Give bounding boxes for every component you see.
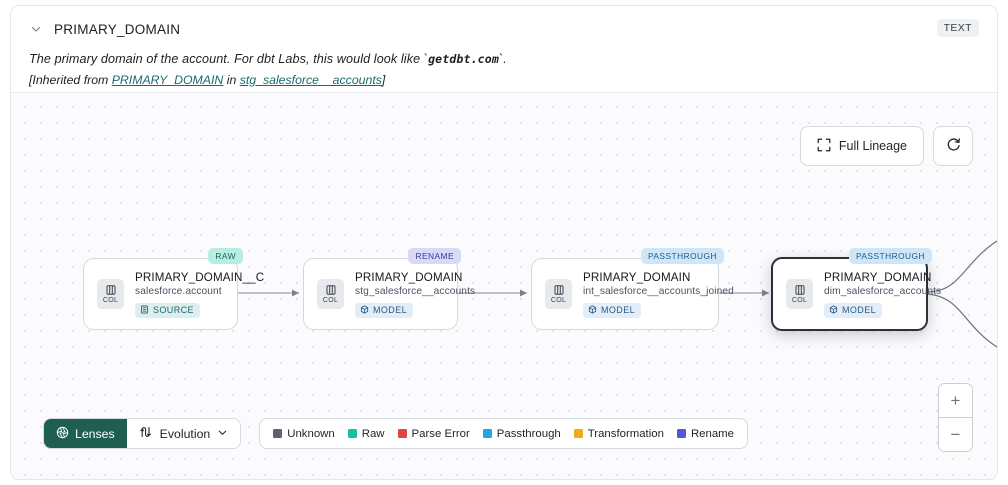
legend-item: Passthrough bbox=[482, 427, 561, 440]
column-description: The primary domain of the account. For d… bbox=[29, 52, 979, 66]
description-suffix: `. bbox=[498, 52, 507, 66]
legend-swatch bbox=[273, 429, 283, 438]
node-column-name: PRIMARY_DOMAIN bbox=[824, 270, 932, 284]
cube-icon bbox=[588, 304, 597, 316]
node-kind-label: MODEL bbox=[842, 305, 877, 315]
refresh-button[interactable] bbox=[933, 126, 973, 166]
column-icon: COL bbox=[545, 279, 572, 309]
evolution-path-icon bbox=[139, 425, 153, 442]
column-icon: COL bbox=[786, 279, 813, 309]
lineage-node[interactable]: PASSTHROUGH COL PRIMARY_DOMAIN int_sales… bbox=[531, 248, 734, 330]
legend-swatch bbox=[397, 429, 407, 438]
page-title: PRIMARY_DOMAIN bbox=[54, 21, 181, 37]
column-icon: COL bbox=[97, 279, 124, 309]
legend-swatch bbox=[676, 429, 686, 438]
canvas-bottom-bar: Lenses Evolution bbox=[43, 418, 748, 449]
chevron-down-icon[interactable] bbox=[29, 22, 43, 36]
zoom-controls: + − bbox=[938, 383, 973, 452]
chevron-down-icon bbox=[217, 427, 228, 441]
legend-item: Transformation bbox=[573, 427, 664, 440]
zoom-controls-divider bbox=[939, 417, 972, 418]
node-column-name: PRIMARY_DOMAIN__C bbox=[135, 270, 265, 284]
lenses-label: Lenses bbox=[75, 426, 115, 441]
node-badge: RAW bbox=[208, 248, 243, 264]
lineage-node[interactable]: RENAME COL PRIMARY_DOMAIN stg_salesforce… bbox=[303, 248, 475, 330]
node-badge: RENAME bbox=[408, 248, 461, 264]
legend-swatch bbox=[347, 429, 357, 438]
expand-icon bbox=[817, 138, 831, 155]
node-kind-badge: SOURCE bbox=[135, 302, 200, 318]
zoom-out-button[interactable]: − bbox=[939, 418, 972, 451]
legend-label: Passthrough bbox=[496, 427, 561, 440]
node-table-name: int_salesforce__accounts_joined bbox=[583, 285, 734, 297]
node-column-name: PRIMARY_DOMAIN bbox=[355, 270, 463, 284]
node-kind-label: MODEL bbox=[601, 305, 636, 315]
description-code: getdbt.com bbox=[428, 52, 499, 66]
node-column-name: PRIMARY_DOMAIN bbox=[583, 270, 691, 284]
node-kind-label: SOURCE bbox=[153, 305, 194, 315]
lineage-card: PRIMARY_DOMAIN TEXT The primary domain o… bbox=[10, 5, 998, 480]
legend-swatch bbox=[573, 429, 583, 438]
cube-icon bbox=[829, 304, 838, 316]
legend-label: Rename bbox=[690, 427, 734, 440]
legend-label: Parse Error bbox=[411, 427, 470, 440]
legend-item: Unknown bbox=[273, 428, 335, 440]
inherited-from-line: [Inherited from PRIMARY_DOMAIN in stg_sa… bbox=[29, 73, 979, 87]
full-lineage-button[interactable]: Full Lineage bbox=[799, 126, 924, 166]
lineage-canvas[interactable]: Full Lineage + − bbox=[11, 92, 997, 479]
refresh-icon bbox=[945, 136, 962, 156]
inherited-column-link[interactable]: PRIMARY_DOMAIN bbox=[111, 73, 224, 87]
cube-icon bbox=[360, 304, 369, 316]
node-body: PRIMARY_DOMAIN__C salesforce.account SOU… bbox=[135, 271, 264, 318]
legend-item: Raw bbox=[347, 427, 385, 440]
legend-label: Raw bbox=[361, 427, 385, 440]
node-kind-badge: MODEL bbox=[355, 302, 414, 318]
node-body: PRIMARY_DOMAIN dim_salesforce_accounts M… bbox=[824, 271, 941, 318]
node-body: PRIMARY_DOMAIN stg_salesforce__accounts … bbox=[355, 271, 475, 318]
lineage-legend: Unknown Raw Parse Error Passthrough bbox=[259, 418, 748, 449]
node-kind-badge: MODEL bbox=[824, 302, 883, 318]
legend-label: Transformation bbox=[587, 427, 664, 440]
node-kind-label: MODEL bbox=[373, 305, 408, 315]
node-table-name: salesforce.account bbox=[135, 285, 222, 297]
inherited-prefix: [Inherited from bbox=[29, 73, 112, 87]
lenses-button[interactable]: Lenses bbox=[44, 419, 127, 448]
lineage-node-selected[interactable]: PASSTHROUGH COL PRIMARY_DOMAIN dim_sales… bbox=[771, 248, 941, 331]
canvas-top-controls: Full Lineage bbox=[799, 126, 973, 166]
node-table-name: dim_salesforce_accounts bbox=[824, 285, 942, 297]
column-header: PRIMARY_DOMAIN TEXT The primary domain o… bbox=[11, 6, 997, 92]
full-lineage-label: Full Lineage bbox=[838, 139, 907, 153]
column-chip-label: COL bbox=[102, 297, 119, 304]
column-chip-label: COL bbox=[322, 297, 339, 304]
lenses-segmented-control: Lenses Evolution bbox=[43, 418, 242, 449]
inherited-suffix: ] bbox=[381, 73, 386, 87]
node-badge: PASSTHROUGH bbox=[848, 248, 932, 264]
type-badge: TEXT bbox=[936, 19, 979, 37]
node-badge: PASSTHROUGH bbox=[640, 248, 724, 264]
inherited-middle: in bbox=[223, 73, 240, 87]
node-kind-badge: MODEL bbox=[583, 302, 642, 318]
node-body: PRIMARY_DOMAIN int_salesforce__accounts_… bbox=[583, 271, 734, 318]
legend-label: Unknown bbox=[287, 427, 335, 440]
zoom-in-button[interactable]: + bbox=[939, 384, 972, 417]
legend-swatch bbox=[482, 429, 492, 438]
evolution-dropdown[interactable]: Evolution bbox=[126, 419, 241, 448]
inherited-model-link[interactable]: stg_salesforce__accounts bbox=[239, 73, 382, 87]
column-chip-label: COL bbox=[791, 297, 808, 304]
lineage-node[interactable]: RAW COL PRIMARY_DOMAIN__C salesforce.acc… bbox=[83, 248, 264, 330]
node-table-name: stg_salesforce__accounts bbox=[355, 285, 476, 297]
legend-item: Rename bbox=[676, 427, 734, 440]
description-prefix: The primary domain of the account. For d… bbox=[29, 52, 429, 66]
lineage-edges bbox=[237, 240, 997, 348]
evolution-label: Evolution bbox=[159, 426, 211, 441]
database-icon bbox=[140, 304, 149, 316]
legend-item: Parse Error bbox=[397, 427, 470, 440]
aperture-icon bbox=[56, 426, 69, 442]
column-chip-label: COL bbox=[550, 297, 567, 304]
column-icon: COL bbox=[317, 279, 344, 309]
